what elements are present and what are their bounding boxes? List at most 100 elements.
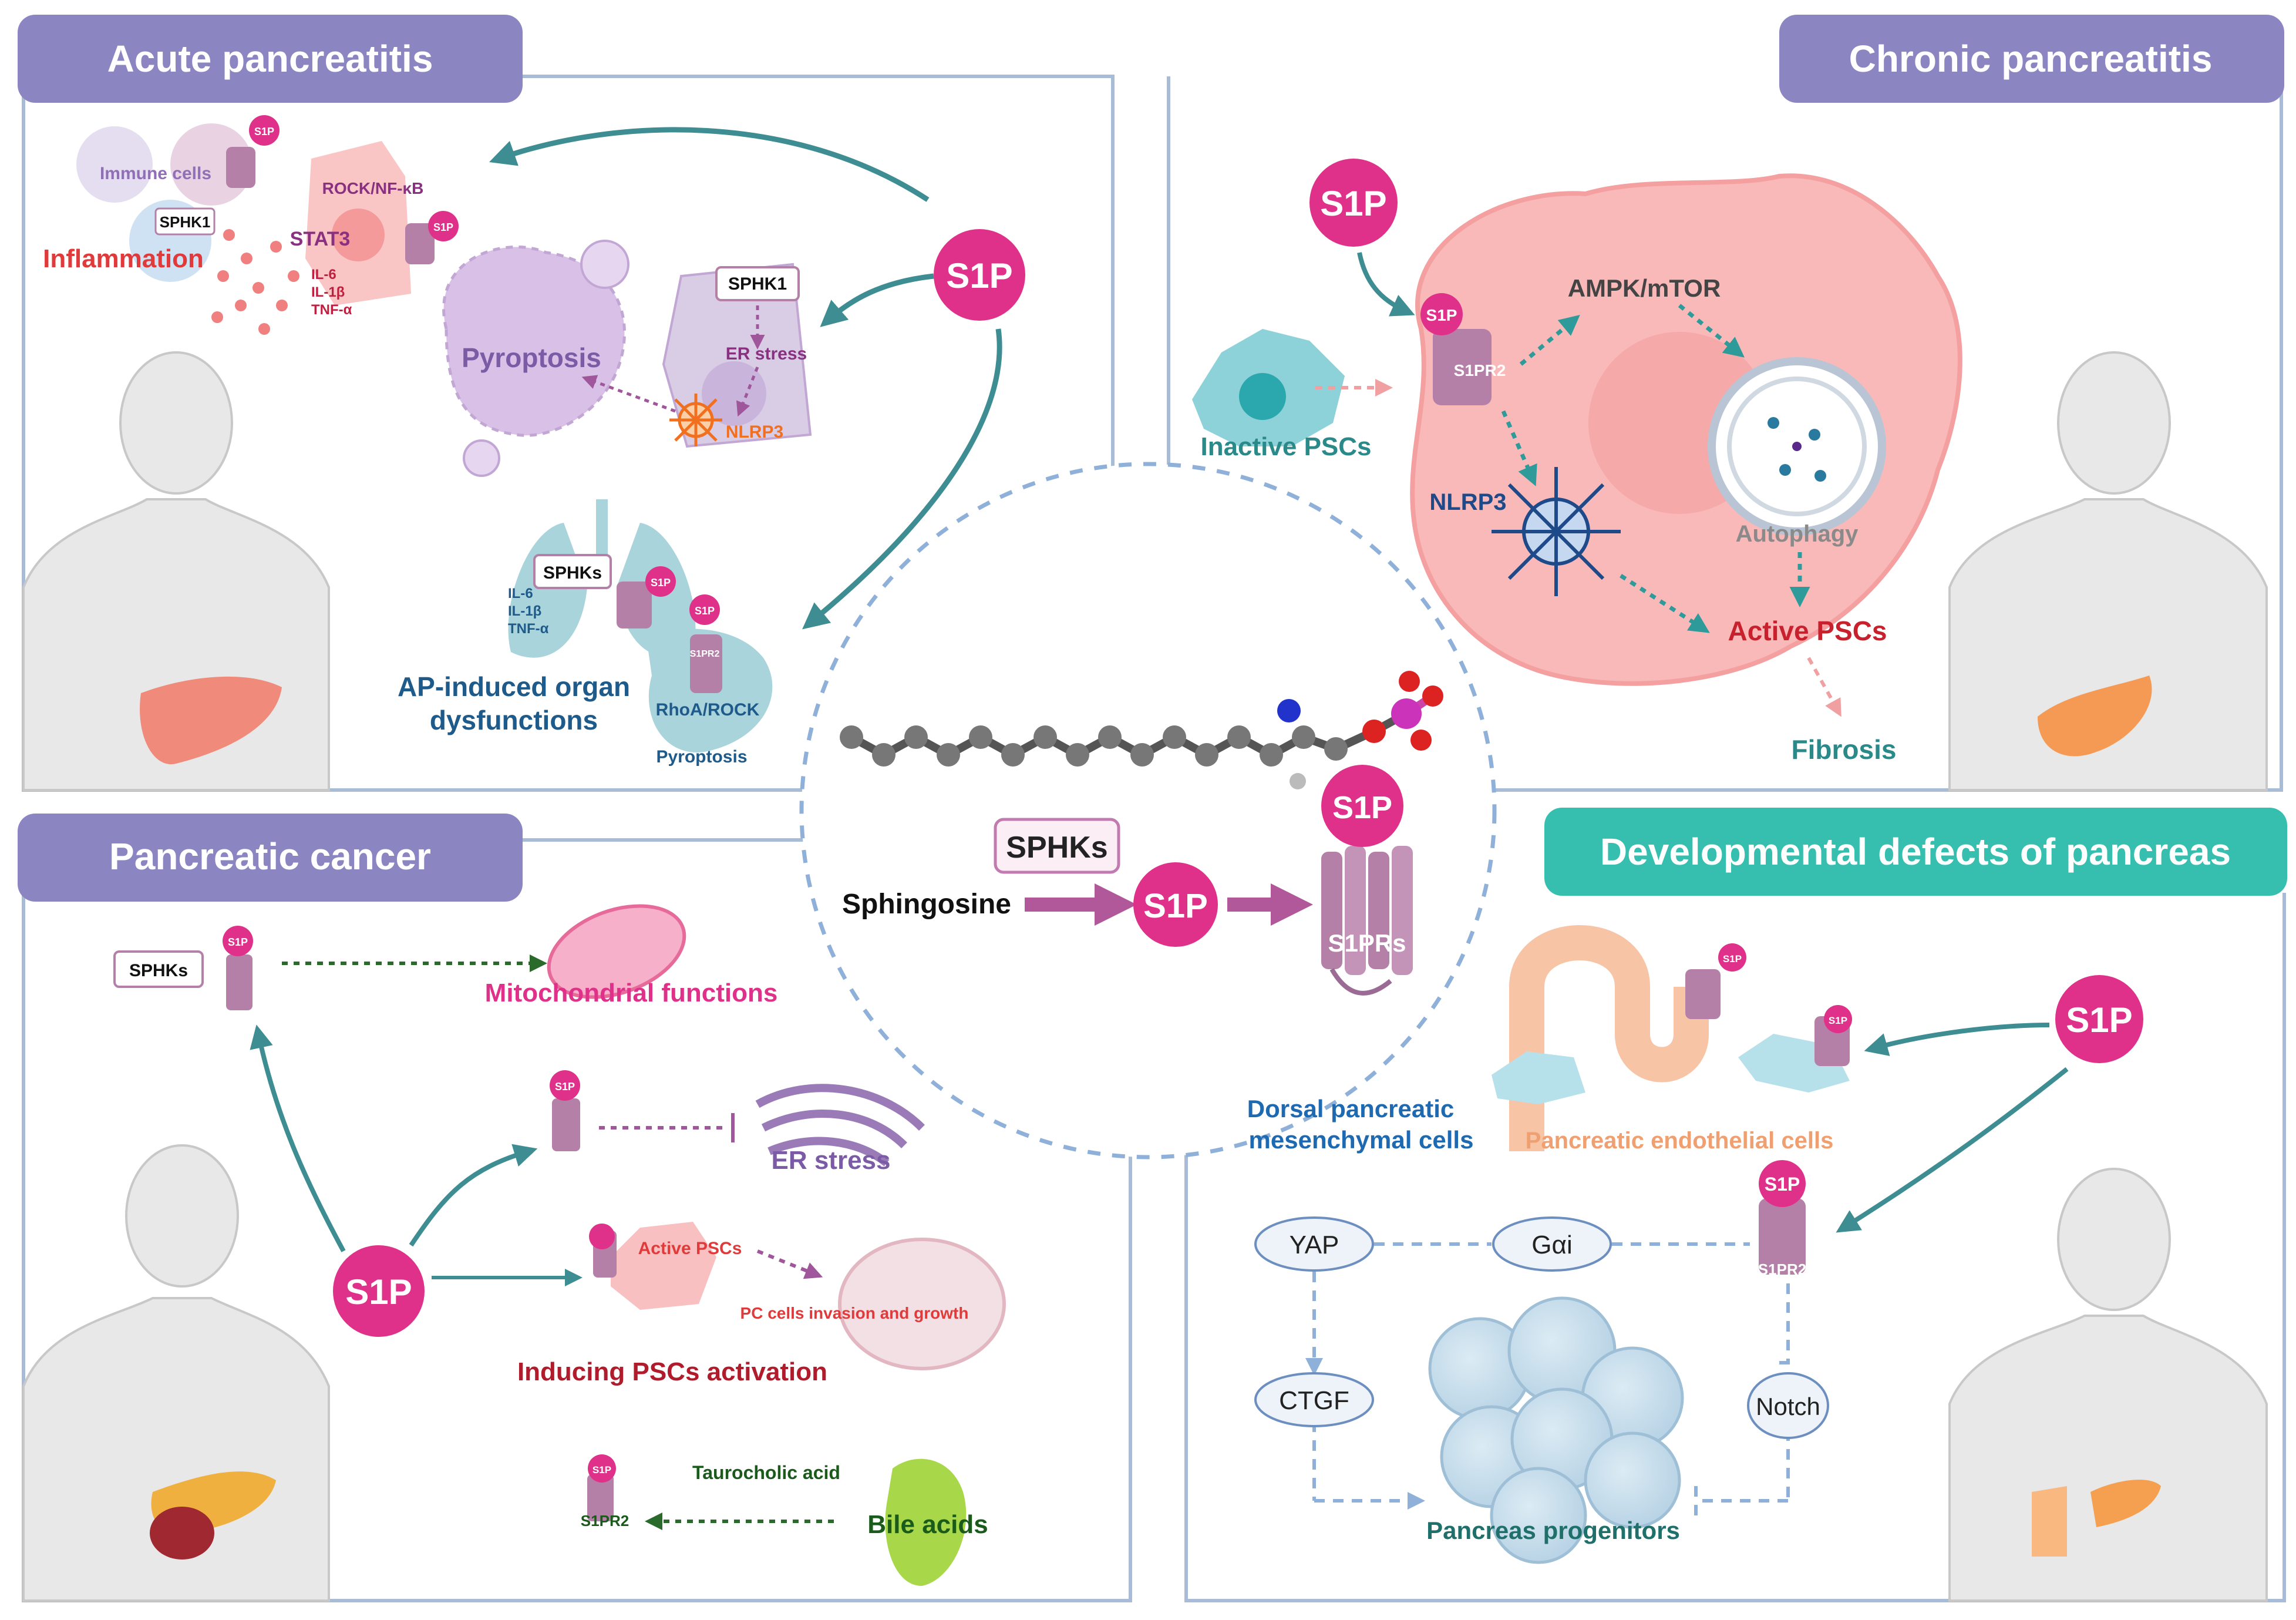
er-stress-c: ER stress <box>771 1146 890 1175</box>
chronic-r-s1p: S1P <box>1426 306 1457 324</box>
notch-node: Notch <box>1756 1393 1820 1420</box>
chronic-human <box>1948 351 2268 791</box>
dev-s1p: S1P <box>2066 1000 2132 1040</box>
pyroptosis-b: Pyroptosis <box>656 747 747 767</box>
nlrp3-icon-a <box>669 394 722 446</box>
mito-label: Mitochondrial functions <box>485 979 778 1007</box>
er-stress-a: ER stress <box>726 344 807 364</box>
pyroptosis-label: Pyroptosis <box>462 342 601 373</box>
cytokine-b-2: IL-1β <box>508 603 541 619</box>
center-receptor: S1P S1PRs <box>1321 765 1413 996</box>
chronic-header: Chronic pancreatitis <box>1779 15 2284 103</box>
dev-s1pr2: S1PR2 <box>1758 1261 1806 1278</box>
autophagy-content <box>1768 417 1826 482</box>
center-s1prs: S1PRs <box>1328 929 1406 957</box>
taurocholic: Taurocholic acid <box>692 1462 840 1483</box>
autophagy-label: Autophagy <box>1736 521 1859 547</box>
stat3-label: STAT3 <box>290 228 351 250</box>
chronic-content: Inactive PSCs S1P S1P S1PR2 AMPK/mTOR Au… <box>1192 159 2268 791</box>
er-icon <box>755 1084 925 1167</box>
rhoa-rock: RhoA/ROCK <box>656 700 760 720</box>
cytokine-b-1: IL-6 <box>508 586 533 601</box>
acute-title: Acute pancreatitis <box>107 38 433 80</box>
center-sphks: SPHKs <box>1006 831 1107 865</box>
chronic-pancreas <box>2038 675 2152 757</box>
dorsal-2: mesenchymal cells <box>1249 1126 1474 1154</box>
cancer-header: Pancreatic cancer <box>18 814 523 902</box>
cancer-s1pr2: S1PR2 <box>581 1512 629 1530</box>
nlrp3-icon-b <box>1492 467 1621 596</box>
inactive-pscs: Inactive PSCs <box>1200 432 1371 461</box>
dev-pancreas-b <box>2090 1480 2161 1527</box>
cytokine-a-2: IL-1β <box>311 284 345 300</box>
cytokine-a-3: TNF-α <box>311 302 352 318</box>
nlrp3-a: NLRP3 <box>726 422 783 442</box>
ampk-mtor: AMPK/mTOR <box>1568 274 1721 302</box>
chronic-frame <box>1167 76 2283 792</box>
acute-r4-s1p: S1P <box>695 605 715 617</box>
acute-header: Acute pancreatitis <box>18 15 523 103</box>
cancer-human <box>22 1144 330 1602</box>
dev-r3-s1p: S1P <box>1765 1174 1800 1195</box>
gai-node: Gαi <box>1531 1231 1572 1259</box>
cancer-title: Pancreatic cancer <box>109 835 431 878</box>
acute-receptor-1: S1P <box>226 115 280 188</box>
center-hub: SPHKs Sphingosine S1P S1P S1PRs <box>799 462 1497 1159</box>
acute-r1-s1p: S1P <box>254 126 274 137</box>
fibrosis: Fibrosis <box>1792 734 1897 765</box>
sphks-c: SPHKs <box>129 961 188 980</box>
progenitor-cluster <box>1428 1296 1684 1564</box>
acute-r3-s1p: S1P <box>651 577 671 589</box>
acute-receptor-3: S1P <box>617 566 676 628</box>
center-sphingosine: Sphingosine <box>842 889 1011 920</box>
organ-dys-1: AP-induced organ <box>398 671 630 702</box>
dev-frame <box>1184 840 2286 1602</box>
acute-content: Immune cells SPHK1 Inflammation ROCK/NF-… <box>22 115 1025 791</box>
active-pscs: Active PSCs <box>1728 616 1887 646</box>
dev-pancreas-a <box>2032 1486 2067 1557</box>
inflammation-label: Inflammation <box>43 244 204 273</box>
progenitors: Pancreas progenitors <box>1426 1517 1680 1544</box>
sphks-a: SPHKs <box>543 563 602 583</box>
dev-r2-s1p: S1P <box>1829 1015 1847 1026</box>
dev-header: Developmental defects of pancreas <box>1544 808 2287 896</box>
center-s1p: S1P <box>1143 887 1208 925</box>
chronic-s1p: S1P <box>1320 184 1386 223</box>
acute-s1pr2: S1PR2 <box>690 649 720 659</box>
organ-dys-2: dysfunctions <box>430 705 598 735</box>
cancer-s1p: S1P <box>345 1272 412 1312</box>
pc-cells: PC cells invasion and growth <box>740 1304 969 1322</box>
endothelial: Pancreatic endothelial cells <box>1526 1128 1834 1154</box>
active-pscs-c: Active PSCs <box>638 1239 742 1258</box>
chronic-s1pr2: S1PR2 <box>1454 361 1506 379</box>
center-receptor-s1p: S1P <box>1332 790 1392 825</box>
molecule-atoms <box>840 671 1443 789</box>
dev-title: Developmental defects of pancreas <box>1600 831 2231 873</box>
cancer-r1-s1p: S1P <box>228 936 248 948</box>
ctgf-node: CTGF <box>1279 1386 1349 1415</box>
acute-receptor-2: S1P <box>405 211 459 264</box>
immune-cells-label: Immune cells <box>100 164 211 183</box>
dev-human <box>1948 1168 2268 1602</box>
inducing-pscs: Inducing PSCs activation <box>517 1357 827 1386</box>
acute-s1p: S1P <box>946 256 1012 295</box>
sphk1-b: SPHK1 <box>728 274 787 294</box>
cancer-content: SPHKs S1P Mitochondrial functions S1P ER… <box>22 904 1006 1602</box>
acute-r2-s1p: S1P <box>433 221 453 233</box>
nlrp3-b: NLRP3 <box>1429 489 1506 515</box>
dev-content: S1P S1P Dorsal pancreatic mesenchymal ce… <box>1247 925 2268 1602</box>
pathway-edges <box>1305 1242 1797 1515</box>
cytokine-b-3: TNF-α <box>508 621 549 637</box>
yap-node: YAP <box>1290 1231 1339 1259</box>
dev-r1-s1p: S1P <box>1723 953 1742 964</box>
sphk1-a: SPHK1 <box>160 213 211 231</box>
bile-acids: Bile acids <box>867 1510 988 1539</box>
chronic-title: Chronic pancreatitis <box>1849 38 2213 80</box>
rock-nfkb-label: ROCK/NF-κB <box>322 179 424 197</box>
dorsal-1: Dorsal pancreatic <box>1247 1095 1455 1122</box>
cytokine-a-1: IL-6 <box>311 267 336 283</box>
cytokine-dots <box>211 229 299 335</box>
cancer-r4-s1p: S1P <box>592 1464 611 1476</box>
acute-pancreas <box>140 676 282 765</box>
